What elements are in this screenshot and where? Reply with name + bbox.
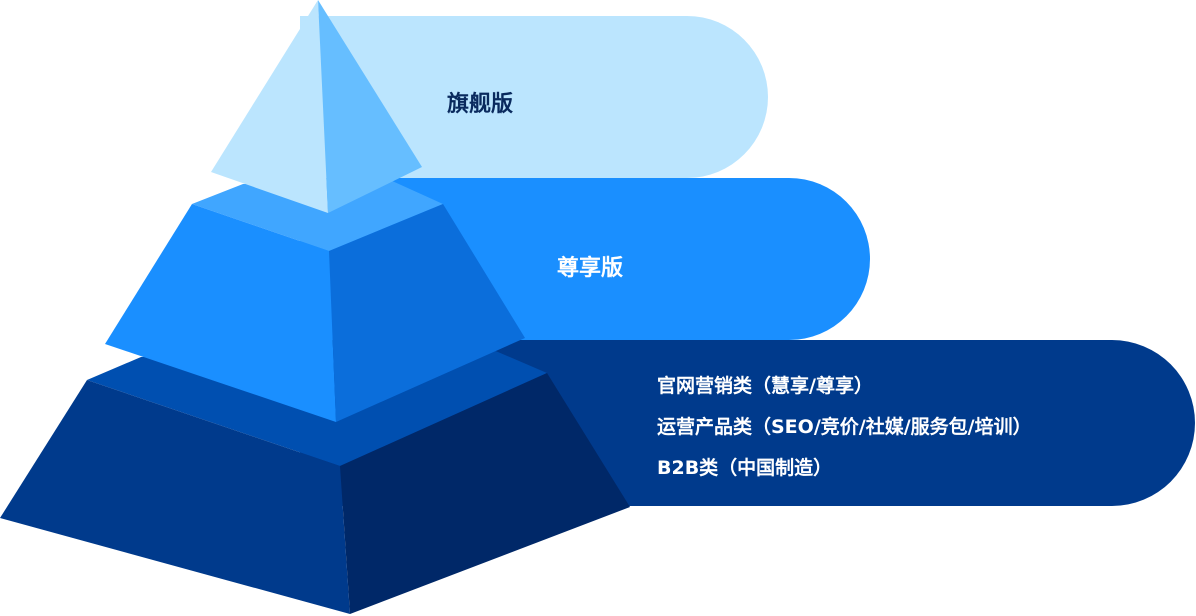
tier-bottom-line: 运营产品类（SEO/竞价/社媒/服务包/培训） xyxy=(657,416,1032,438)
middle-tier-right-face xyxy=(329,204,525,422)
middle-tier-left-face xyxy=(105,204,336,422)
bottom-tier-left-face xyxy=(0,380,350,614)
tier-bottom-line: B2B类（中国制造） xyxy=(657,457,833,479)
tier-top-label: 旗舰版 xyxy=(447,92,514,117)
bottom-tier-right-face xyxy=(340,373,630,614)
tier-bottom-line: 官网营销类（慧享/尊享） xyxy=(657,375,873,397)
tier-middle-label: 尊享版 xyxy=(557,256,624,281)
middle-tier-top-face xyxy=(192,180,443,251)
top-tier-right-face xyxy=(318,0,422,213)
top-tier-left-face xyxy=(211,0,328,213)
